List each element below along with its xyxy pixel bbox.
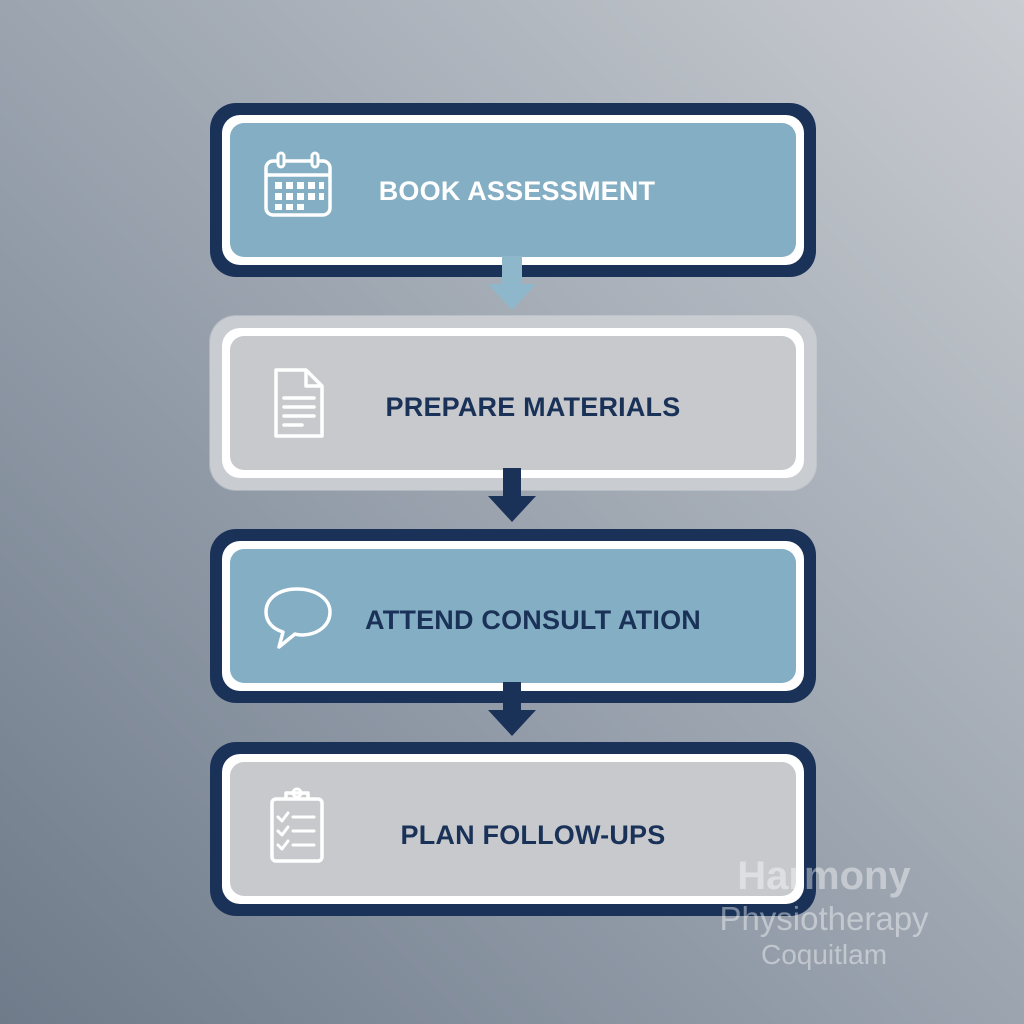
arrow-down-icon: [488, 256, 536, 310]
watermark-line-2: Physiotherapy: [719, 900, 929, 937]
step-book-assessment: BOOK ASSESSMENT: [210, 103, 816, 277]
watermark-line-1: Harmony: [737, 854, 911, 898]
speech-bubble-icon: [264, 587, 332, 649]
step-plan-follow-ups: PLAN FOLLOW-UPS: [210, 742, 816, 916]
document-icon: [274, 368, 324, 438]
clipboard-checklist-icon: [270, 787, 324, 863]
step-label: BOOK ASSESSMENT: [378, 176, 656, 206]
step-label: PLAN FOLLOW-UPS: [400, 820, 666, 850]
calendar-icon: [264, 151, 332, 217]
watermark-logo: Harmony Physiotherapy Coquitlam: [694, 856, 954, 969]
arrow-down-icon: [488, 682, 536, 736]
arrow-down-icon: [488, 468, 536, 522]
watermark-line-3: Coquitlam: [760, 939, 888, 970]
step-label: ATTEND CONSULT ATION: [365, 605, 701, 635]
step-label: PREPARE MATERIALS: [385, 392, 681, 422]
step-attend-consultation: ATTEND CONSULT ATION: [210, 529, 816, 703]
step-prepare-materials: PREPARE MATERIALS: [210, 316, 816, 490]
